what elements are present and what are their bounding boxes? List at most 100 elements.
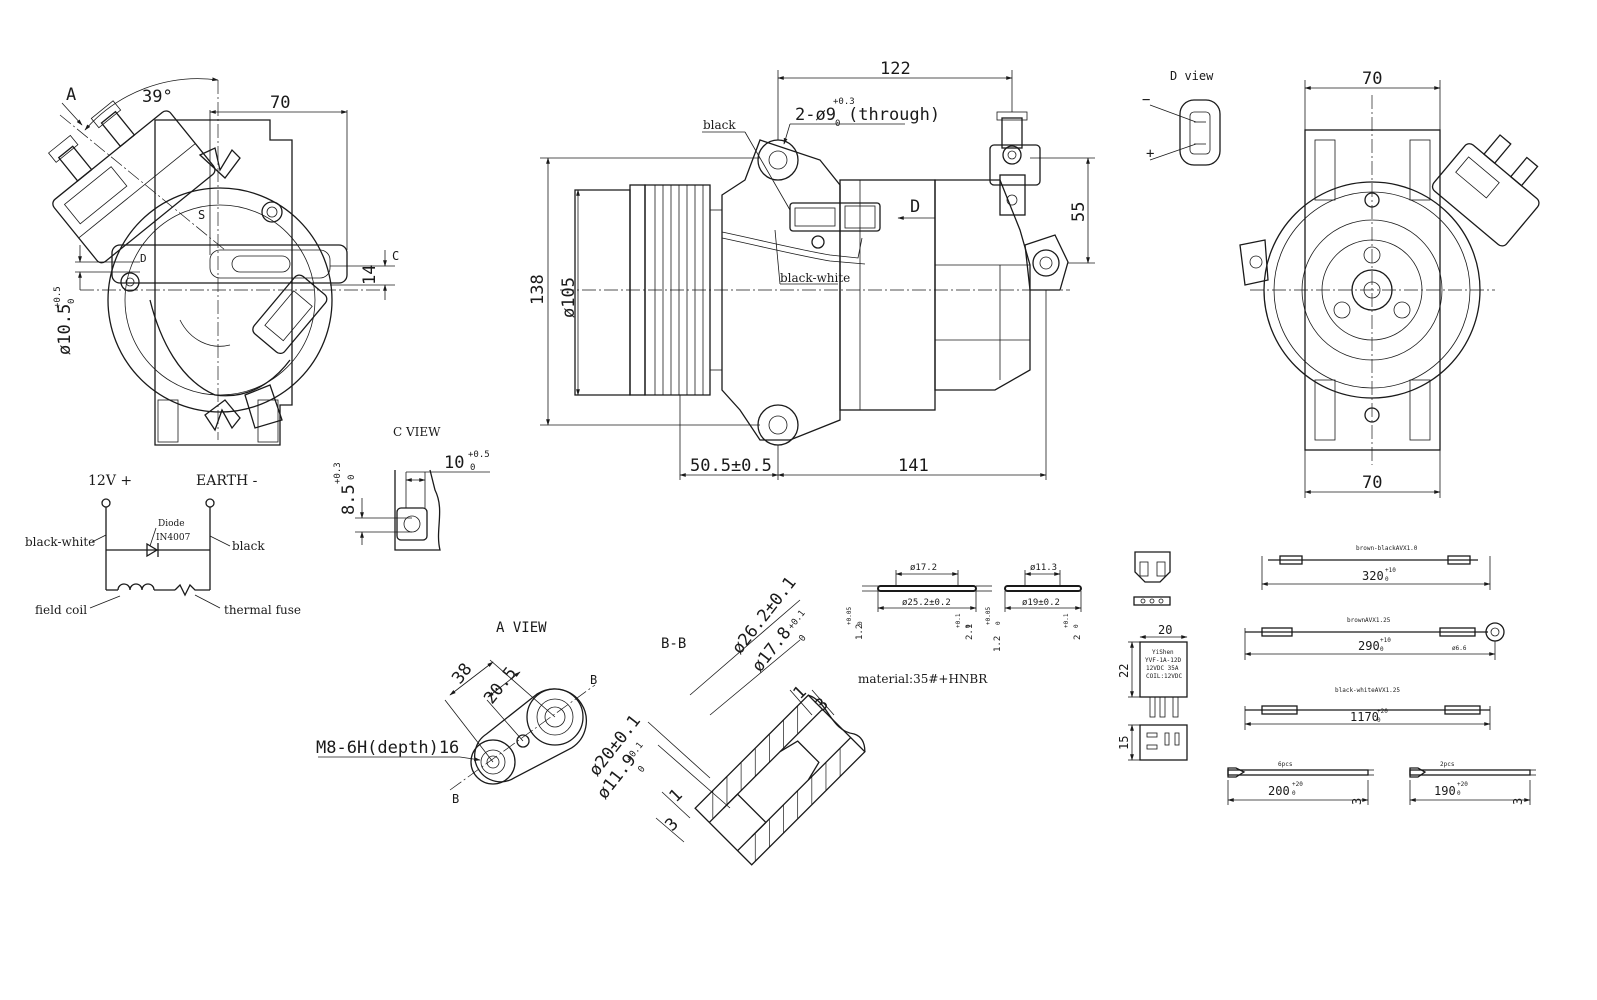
dim-70-left: 70 — [270, 93, 290, 113]
circuit-diode-part: IN4007 — [156, 533, 191, 543]
relay-height: 22 — [1117, 664, 1131, 678]
angle-39: 39° — [142, 87, 173, 107]
label-a: A — [66, 85, 76, 105]
dim-70-right-top: 70 — [1362, 69, 1382, 89]
circuit-black: black — [232, 539, 265, 553]
fuse-and-relay: 20 YiShen YVF-1A-12D 12VDC 35A COIL:12VD… — [1117, 551, 1188, 761]
w2-eye: ø6.6 — [1452, 645, 1467, 652]
ring2-thk-sub: 0 — [995, 621, 1002, 625]
tie1-w: 3 — [1350, 798, 1364, 805]
ring2-h-sup: +0.1 — [1063, 613, 1070, 628]
ring1-h-sub: 0 — [965, 624, 972, 628]
o-rings: ø17.2 ø25.2±0.2 1.2 +0.05 0 2.1 +0.1 0 ø… — [846, 563, 1083, 686]
ring2-outer: ø19±0.2 — [1022, 598, 1060, 608]
a-view: A VIEW B B 38 20.5 M8-6H(depth)16 — [316, 620, 597, 806]
dim-bore-tol-upper: +0.5 — [53, 286, 63, 308]
ring1-outer: ø25.2±0.2 — [902, 598, 951, 608]
ring2-h-sub: 0 — [1073, 624, 1080, 628]
ring1-h: 2.1 — [965, 624, 975, 640]
ring2-thk-sup: +0.05 — [985, 607, 992, 625]
wire-bw-label: black-white — [780, 271, 850, 285]
dim-141: 141 — [898, 456, 929, 476]
relay-width: 20 — [1158, 623, 1172, 637]
orings-material: material:35#+HNBR — [858, 672, 988, 686]
wire-black-label: black — [703, 118, 736, 132]
c-dim-8-5-sub: 0 — [347, 475, 357, 480]
mark-d: D — [140, 252, 147, 265]
dim-bore-tol-lower: 0 — [67, 299, 77, 304]
w3-name: black-whiteAVX1.25 — [1335, 687, 1400, 694]
w3-sub: 0 — [1377, 717, 1381, 724]
d-view: D view − + — [1142, 69, 1221, 166]
center-side-view: 122 2-ø9 0 +0.3 (through) black black-wh… — [528, 59, 1095, 480]
bb-dim-17-8-sub: 0 — [797, 633, 808, 643]
circuit-field-coil: field coil — [35, 603, 87, 617]
ring2-inner: ø11.3 — [1030, 563, 1057, 573]
bb-dim-3-b: 3 — [661, 814, 682, 835]
right-view: 70 70 — [1239, 69, 1540, 498]
tie1-len: 200 — [1268, 784, 1290, 798]
c-dim-10: 10 — [444, 453, 464, 473]
c-dim-8-5: 8.5 — [339, 484, 359, 515]
w2-len: 290 — [1358, 639, 1380, 653]
tie2-len: 190 — [1434, 784, 1456, 798]
dim-105: ø105 — [559, 277, 579, 318]
dim-bore-left: ø10.5 — [55, 304, 75, 355]
w1-name: brown-blackAVX1.0 — [1356, 545, 1418, 552]
a-dim-20-5: 20.5 — [480, 663, 521, 708]
dir-d: D — [910, 197, 920, 217]
ring1-thk: 1.2 — [855, 624, 865, 640]
ring1-thk-sup: +0.05 — [846, 607, 853, 625]
tie1-sup: +20 — [1292, 781, 1303, 788]
dim-122: 122 — [880, 59, 911, 79]
relay-model: YVF-1A-12D — [1145, 657, 1182, 664]
wire-harness: brown-blackAVX1.0 320 +10 0 brownAVX1.25… — [1227, 545, 1536, 805]
bb-title: B-B — [661, 636, 686, 652]
w1-len: 320 — [1362, 569, 1384, 583]
circuit-thermal-fuse: thermal fuse — [224, 603, 301, 617]
holes-sub: 0 — [835, 119, 840, 129]
d-view-title: D view — [1170, 69, 1214, 83]
d-view-plus: + — [1146, 146, 1154, 162]
c-view: C VIEW 10 +0.5 0 8.5 +0.3 0 — [333, 425, 490, 551]
circuit-diode: Diode — [158, 519, 185, 529]
tie2-sub: 0 — [1457, 790, 1461, 797]
tie2-w: 3 — [1511, 798, 1525, 805]
relay-coil: COIL:12VDC — [1146, 673, 1183, 680]
w3-sup: +20 — [1377, 708, 1388, 715]
holes-note: (through) — [848, 105, 940, 125]
a-view-b-top: B — [590, 673, 597, 687]
dim-138: 138 — [528, 274, 548, 305]
w2-sup: +10 — [1380, 637, 1391, 644]
tie2-qty: 2pcs — [1440, 761, 1455, 768]
relay-rating: 12VDC 35A — [1146, 665, 1179, 672]
w2-sub: 0 — [1380, 646, 1384, 653]
label-c: C — [392, 249, 399, 263]
ring1-inner: ø17.2 — [910, 563, 937, 573]
dim-55: 55 — [1069, 202, 1089, 222]
wiring-circuit: 12V + EARTH - black-white black Diode IN… — [25, 473, 301, 617]
holes-callout: 2-ø9 — [795, 105, 836, 125]
circuit-12v: 12V + — [88, 473, 132, 489]
tie1-qty: 6pcs — [1278, 761, 1293, 768]
dim-14: 14 — [360, 265, 380, 285]
ring2-thk: 1.2 — [993, 636, 1003, 652]
left-front-view: S D 39° A 70 14 C ø10.5 +0.5 0 — [48, 77, 399, 446]
relay-pin-height: 15 — [1117, 736, 1131, 750]
relay-brand: YiShen — [1152, 649, 1174, 656]
a-thread: M8-6H(depth)16 — [316, 738, 459, 758]
holes-sup: +0.3 — [833, 97, 855, 107]
dim-50-5: 50.5±0.5 — [690, 456, 772, 476]
bb-dim-1-a: 1 — [789, 682, 810, 703]
a-view-b-bottom: B — [452, 792, 459, 806]
c-view-title: C VIEW — [393, 425, 441, 439]
w1-sup: +10 — [1385, 567, 1396, 574]
w3-len: 1170 — [1350, 710, 1379, 724]
section-b-b: B-B — [585, 573, 866, 866]
bb-dim-17-8-sup: +0.1 — [786, 609, 807, 632]
ring2-h: 2 — [1073, 635, 1083, 640]
tie1-sub: 0 — [1292, 790, 1296, 797]
c-dim-10-sup: +0.5 — [468, 450, 490, 460]
d-view-minus: − — [1142, 92, 1150, 108]
